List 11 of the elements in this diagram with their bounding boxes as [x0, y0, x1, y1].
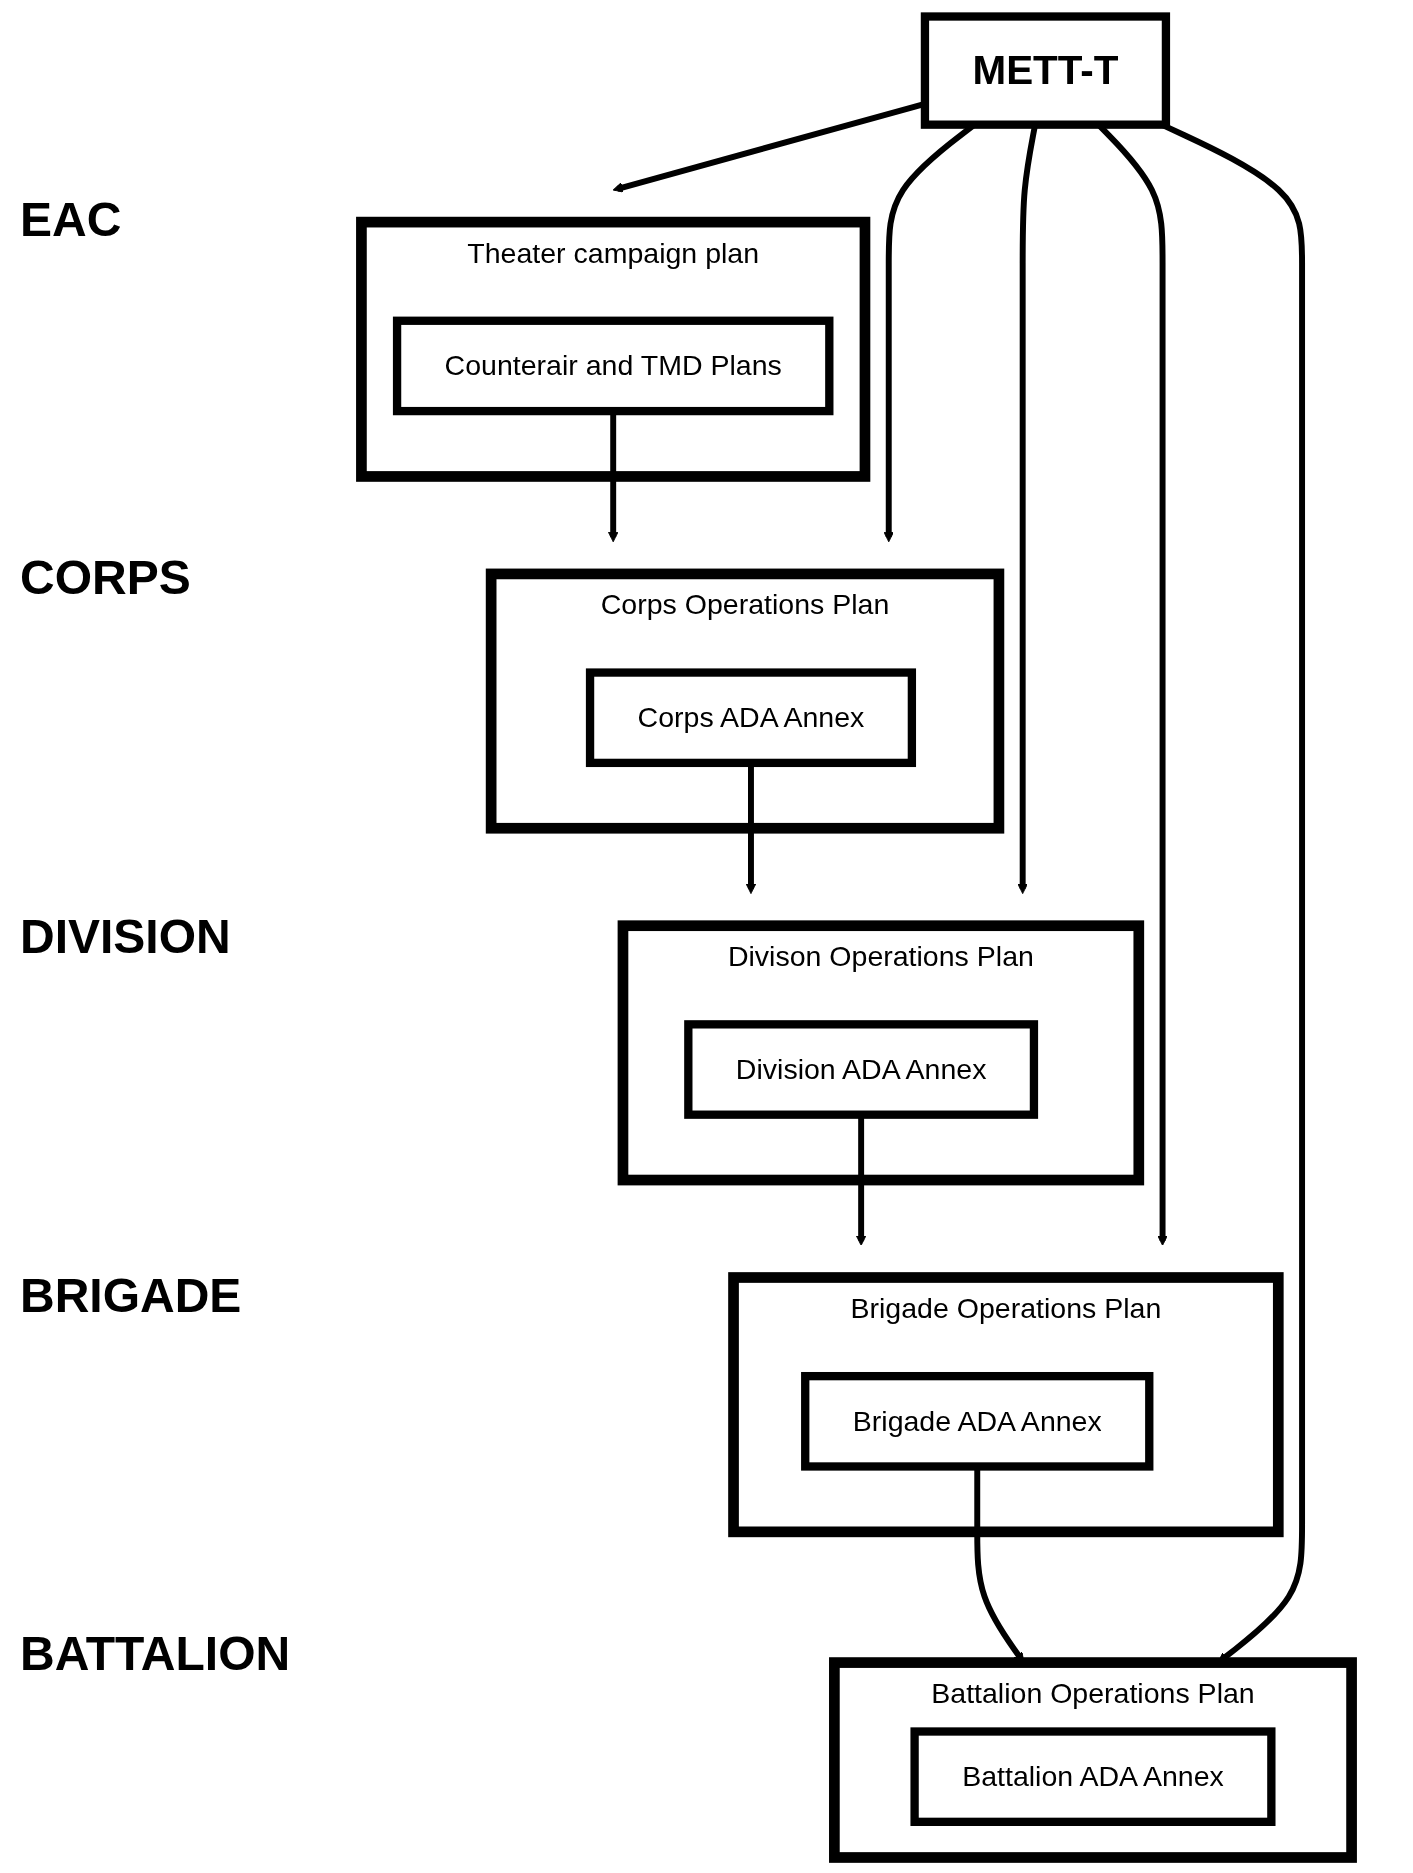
- level-label: CORPS: [20, 550, 192, 606]
- node-box: Battalion ADA Annex: [910, 1726, 1276, 1826]
- level-label: EAC: [20, 191, 123, 247]
- level-label: BRIGADE: [20, 1267, 243, 1323]
- node-box: METT-T: [920, 11, 1171, 129]
- node-box: Brigade ADA Annex: [801, 1371, 1154, 1471]
- level-label: BATTALION: [20, 1626, 292, 1682]
- level-label: DIVISION: [20, 909, 232, 964]
- node-box: Corps ADA Annex: [585, 667, 917, 767]
- node-box: Counterair and TMD Plans: [392, 316, 834, 415]
- node-box: Division ADA Annex: [684, 1019, 1039, 1119]
